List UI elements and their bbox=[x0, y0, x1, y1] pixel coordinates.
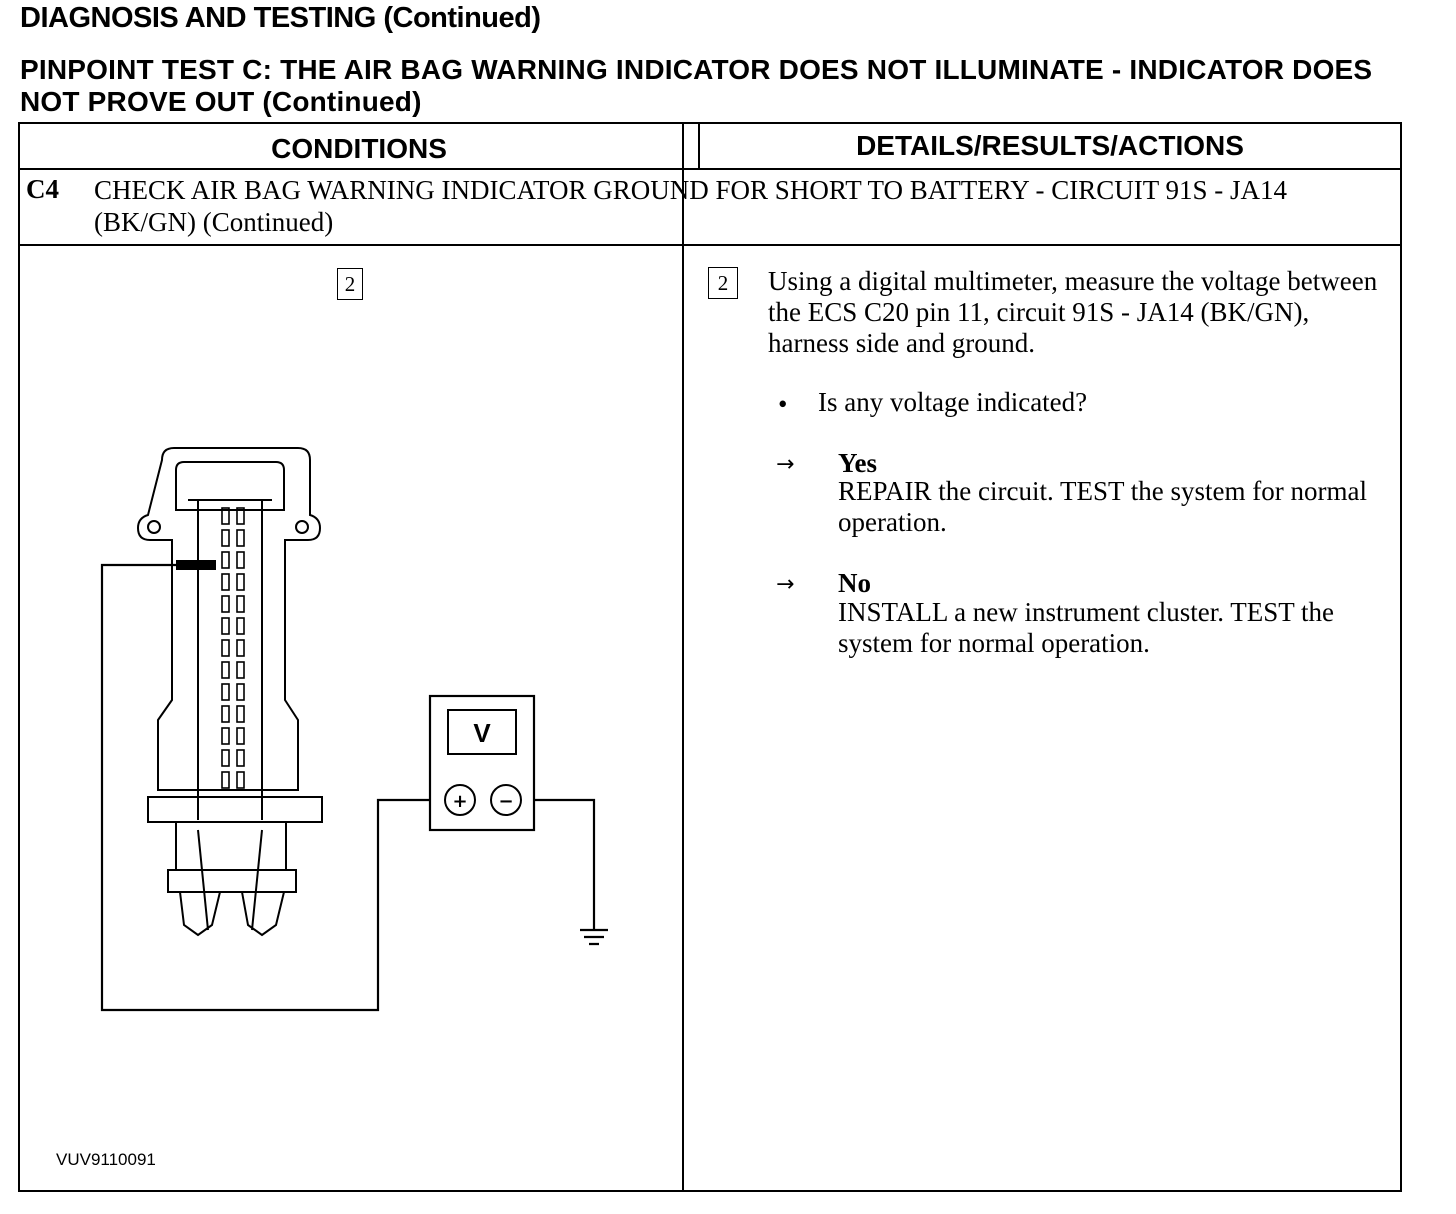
pinpoint-test-title: PINPOINT TEST C: THE AIR BAG WARNING IND… bbox=[20, 54, 1373, 117]
details-column-header: DETAILS/RESULTS/ACTIONS bbox=[700, 124, 1400, 170]
positive-terminal bbox=[444, 784, 476, 816]
conditions-column-header: CONDITIONS bbox=[20, 124, 700, 170]
plus-icon: + bbox=[452, 791, 467, 812]
question-text: Is any voltage indicated? bbox=[818, 387, 1088, 417]
yes-label: Yes bbox=[838, 448, 877, 478]
step-id: C4 bbox=[26, 174, 59, 204]
connector-voltage-diagram: V + − bbox=[100, 447, 608, 1012]
no-label: No bbox=[838, 568, 871, 598]
no-action-text: INSTALL a new instrument cluster. TEST t… bbox=[838, 597, 1335, 658]
yes-action-text: REPAIR the circuit. TEST the system for … bbox=[838, 476, 1367, 537]
voltmeter: V + − bbox=[428, 694, 536, 832]
conditions-step-number: 2 bbox=[337, 268, 363, 300]
test-table: CONDITIONS DETAILS/RESULTS/ACTIONS C4 CH… bbox=[18, 122, 1402, 1192]
page-title: DIAGNOSIS AND TESTING (Continued) bbox=[20, 2, 541, 34]
step-title: CHECK AIR BAG WARNING INDICATOR GROUND F… bbox=[94, 175, 1287, 237]
instruction-text: Using a digital multimeter, measure the … bbox=[768, 266, 1378, 358]
meter-display-label: V bbox=[473, 718, 491, 748]
minus-icon: − bbox=[498, 791, 513, 812]
arrow-right-icon: → bbox=[776, 452, 795, 477]
figure-code: VUV9110091 bbox=[56, 1150, 156, 1169]
bullet-icon: • bbox=[778, 389, 788, 419]
column-divider bbox=[682, 122, 684, 1190]
details-step-number: 2 bbox=[708, 267, 738, 299]
negative-terminal bbox=[490, 784, 522, 816]
step-header-row: C4 CHECK AIR BAG WARNING INDICATOR GROUN… bbox=[20, 170, 1400, 246]
arrow-right-icon: → bbox=[776, 572, 795, 597]
